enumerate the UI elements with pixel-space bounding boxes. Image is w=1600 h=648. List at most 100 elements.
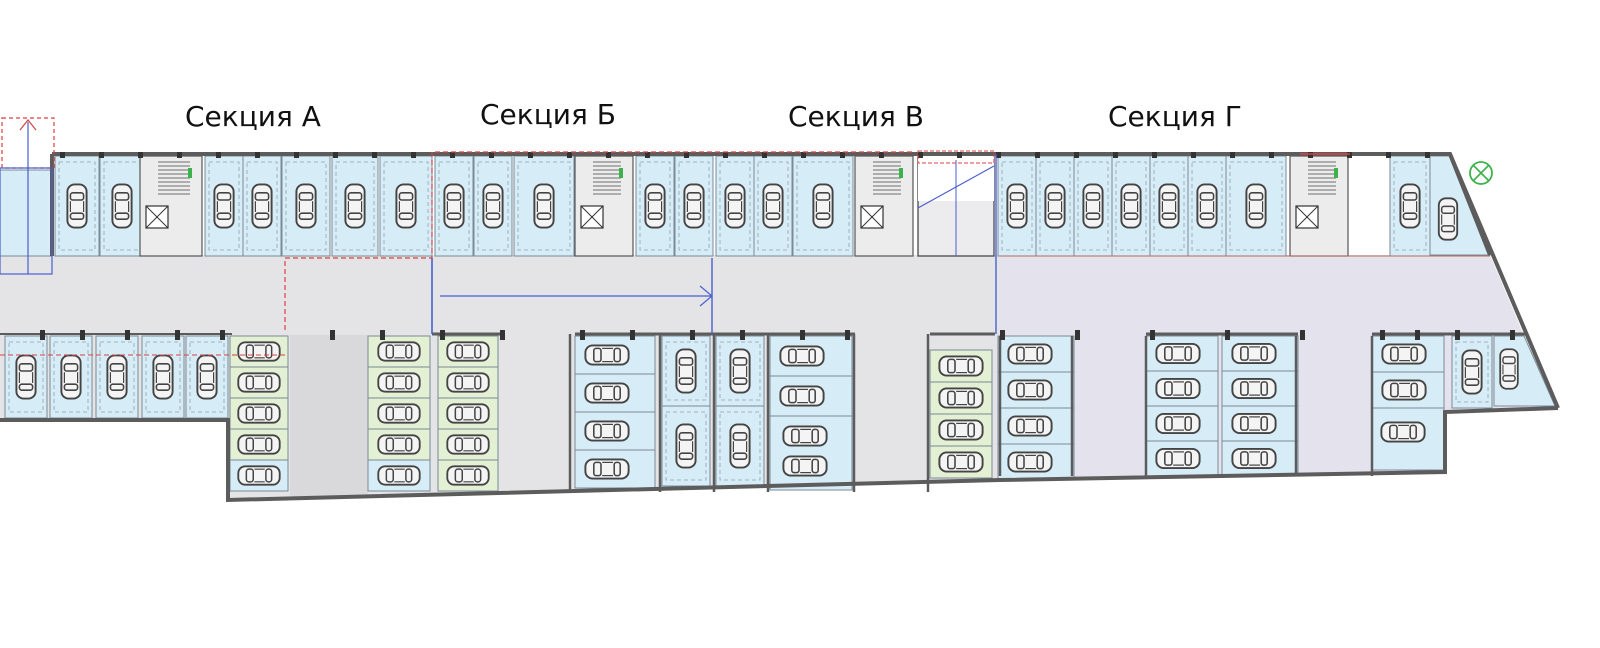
arrow [19,119,37,131]
exit-sign [1334,168,1338,178]
car-icon [1231,447,1277,470]
car-icon [683,183,705,229]
space-outline [99,341,135,413]
car-icon [1437,197,1459,241]
column-tick [175,330,180,340]
exit-sign [188,168,192,178]
annotation-lines [0,117,1493,356]
column-tick [255,152,260,158]
column-tick [440,330,445,340]
column-tick [1269,152,1274,158]
car-icon [344,183,366,229]
column-tick [800,330,805,340]
car-icon [237,372,281,393]
column-tick [99,152,104,158]
stair-icon [593,161,621,195]
car-icon [1120,183,1142,229]
car-icon [1399,183,1421,229]
column-tick [138,152,143,158]
car-icon [584,420,630,442]
column-tick [1000,330,1005,340]
space-outline [1393,161,1427,251]
car-icon [1381,379,1427,401]
car-icon [1155,377,1201,400]
car-icon [106,354,128,400]
elevator-icon [1295,205,1319,229]
car-icon [1461,349,1483,395]
car-icon [196,354,218,400]
car-icon [377,372,421,393]
car-icon [729,348,751,394]
column-tick [580,330,585,340]
space-outline [639,161,671,251]
column-tick [330,330,335,340]
column-tick [879,152,884,158]
space-outline [678,161,710,251]
space-outline [1153,161,1185,251]
column-tick [60,152,65,158]
column-tick [606,152,611,158]
column-tick [630,330,635,340]
column-tick [1510,330,1515,340]
south-wall [0,406,1559,503]
car-icon [446,403,490,424]
car-icon [377,465,421,486]
space-outline [1115,161,1147,251]
space-outline [1077,161,1109,251]
column-tick [762,152,767,158]
car-icon [1231,377,1277,400]
car-icon [1381,343,1427,365]
column-tick [1415,330,1420,340]
car-icon [395,183,417,229]
car-icon [482,183,504,229]
column-tick [684,152,689,158]
car-icon [762,183,784,229]
car-icon [1196,183,1218,229]
space-outline [1039,161,1071,251]
section-a-title: Секция А [185,100,321,133]
stair-icon [1308,161,1336,195]
car-icon [237,465,281,486]
exit-sign [619,168,623,178]
column-tick [740,330,745,340]
column-tick [1425,152,1430,158]
column-tick [1150,330,1155,340]
car-icon [644,183,666,229]
blue-outline [0,167,53,275]
space-outline [1001,161,1033,251]
space-outline [757,161,789,251]
car-icon [938,419,984,441]
space-outline [665,411,707,481]
car-icon [60,354,82,400]
east-wall [1448,153,1560,409]
column-tick [450,152,455,158]
car-icon [812,183,834,229]
column-tick [220,330,225,340]
column-tick [840,152,845,158]
car-icon [446,434,490,455]
column-tick [1225,330,1230,340]
column-tick [1308,152,1313,158]
flow-arrow-head [699,285,713,307]
car-icon [1044,183,1066,229]
exit-sign [899,168,903,178]
column-tick [1380,330,1385,340]
space-outline [1191,161,1223,251]
column-tick [996,152,1001,158]
car-icon [111,183,133,229]
car-icon [251,183,273,229]
column-tick [723,152,728,158]
car-icon [1155,342,1201,365]
car-icon [1158,183,1180,229]
column-tick [845,330,850,340]
elevator-icon [580,205,604,229]
car-icon [377,434,421,455]
car-icon [675,348,697,394]
elevator-icon [860,205,884,229]
stair-icon [158,161,190,195]
column-tick [80,330,85,340]
space-outline [719,411,761,481]
car-icon [584,344,630,366]
car-icon [1499,348,1519,390]
